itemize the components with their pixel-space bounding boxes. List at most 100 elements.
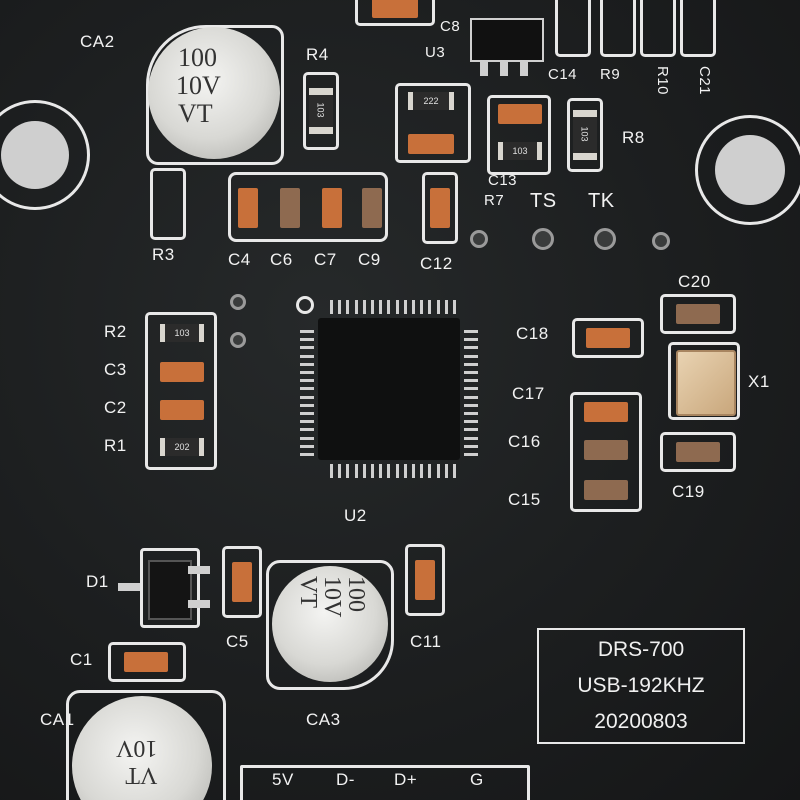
R9-outline bbox=[555, 0, 591, 57]
label-X1: X1 bbox=[748, 372, 770, 391]
capacitor-C20 bbox=[676, 304, 720, 324]
U2-pin-bottom bbox=[362, 464, 366, 478]
D1-pin-3 bbox=[118, 583, 140, 591]
U3-side-code: 222 bbox=[423, 96, 439, 106]
D1-pin-1 bbox=[188, 566, 210, 574]
label-C19: C19 bbox=[672, 482, 705, 501]
product-label: DRS-700 USB-192KHZ 20200803 bbox=[537, 628, 745, 744]
U2-pin-top bbox=[338, 300, 342, 314]
X1-outline bbox=[668, 342, 740, 420]
pin-label-G: G bbox=[470, 770, 484, 789]
R4-code: 103 bbox=[316, 102, 326, 118]
extra-outline bbox=[680, 0, 716, 57]
capacitor-C9 bbox=[362, 188, 382, 228]
U2-pin-left bbox=[300, 428, 314, 432]
U2-pin-right bbox=[464, 412, 478, 415]
R3-outline bbox=[150, 168, 186, 240]
capacitor-C12 bbox=[430, 188, 450, 228]
CA2-marking-3: VT bbox=[178, 99, 213, 128]
capacitor-C5 bbox=[232, 562, 252, 602]
label-C14: C14 bbox=[548, 66, 578, 83]
CA3-outline bbox=[266, 560, 394, 690]
U2-pin-left bbox=[300, 379, 314, 383]
label-C6: C6 bbox=[270, 250, 293, 269]
C5-outline bbox=[222, 546, 262, 618]
U2-pin-bottom bbox=[354, 464, 358, 478]
capacitor-C1 bbox=[124, 652, 168, 672]
U2-pin-top bbox=[379, 300, 383, 314]
CA1-marking-1: VT bbox=[125, 762, 158, 788]
R4-outline bbox=[303, 72, 339, 150]
via-2 bbox=[652, 232, 670, 250]
capacitor-C7 bbox=[322, 188, 342, 228]
label-R8: R8 bbox=[622, 128, 645, 147]
U3-pin-2 bbox=[500, 60, 508, 76]
capacitor-C4 bbox=[238, 188, 258, 228]
CA2-marking-2: 10V bbox=[176, 71, 221, 100]
CA3-marking-2: 10V bbox=[319, 576, 345, 618]
label-C4: C4 bbox=[228, 250, 251, 269]
label-R1: R1 bbox=[104, 436, 127, 455]
resistor-R4: 103 bbox=[309, 88, 333, 134]
U2-pin-bottom bbox=[444, 464, 448, 478]
U2-pin-top bbox=[412, 300, 415, 314]
U2-pin-top bbox=[387, 300, 391, 314]
label-C12: C12 bbox=[420, 254, 453, 273]
U2-pin-top bbox=[444, 300, 448, 314]
U2-pin-bottom bbox=[330, 464, 333, 478]
resistor-R7: 103 bbox=[498, 142, 542, 160]
R8-code: 103 bbox=[580, 126, 590, 142]
resistor-R2: 103 bbox=[160, 324, 204, 342]
mounting-hole-right bbox=[695, 115, 800, 225]
U3-pin-1 bbox=[480, 60, 488, 76]
product-spec: USB-192KHZ bbox=[577, 674, 705, 697]
U2-pin-top bbox=[428, 300, 432, 314]
U2-pin-right bbox=[464, 354, 478, 358]
R10-outline bbox=[600, 0, 636, 57]
capacitor-C16 bbox=[584, 440, 628, 460]
U2-pin-top bbox=[453, 300, 456, 314]
U2-pin-left bbox=[300, 387, 314, 391]
U2-pin-bottom bbox=[403, 464, 407, 478]
capacitor-C8 bbox=[408, 134, 454, 154]
product-date: 20200803 bbox=[594, 710, 688, 733]
CA1-markings: VT 10V bbox=[116, 734, 157, 788]
U2-pin-bottom bbox=[346, 464, 350, 478]
U2-pin-top bbox=[371, 300, 374, 314]
pin-label-5V: 5V bbox=[272, 770, 294, 789]
capacitor-CA2: 100 10V VT bbox=[148, 27, 280, 159]
label-U3: U3 bbox=[425, 44, 446, 61]
label-U2: U2 bbox=[344, 506, 367, 525]
label-C7: C7 bbox=[314, 250, 337, 269]
crystal-X1 bbox=[676, 350, 736, 416]
U2-pin-right bbox=[464, 379, 478, 383]
U2-pin-left bbox=[300, 354, 314, 358]
U2-pin-left bbox=[300, 362, 314, 366]
U2-pin-left bbox=[300, 403, 314, 407]
U2-pin-bottom bbox=[453, 464, 456, 478]
U2-pin-bottom bbox=[420, 464, 424, 478]
U2-pin-left bbox=[300, 346, 314, 350]
capacitor-C15 bbox=[584, 480, 628, 500]
capacitor-C13 bbox=[498, 104, 542, 124]
D1-pin-2 bbox=[188, 600, 210, 608]
U2-pin-top bbox=[362, 300, 366, 314]
CA2-outline bbox=[146, 25, 284, 165]
U2-pin-top bbox=[420, 300, 424, 314]
label-C9: C9 bbox=[358, 250, 381, 269]
U2-pin-right bbox=[464, 403, 478, 407]
pin-label-D-plus: D+ bbox=[394, 770, 418, 789]
label-R10: R10 bbox=[654, 65, 672, 96]
U2-pin-right bbox=[464, 362, 478, 366]
U2-pin-left bbox=[300, 436, 314, 440]
U2-pin-left bbox=[300, 395, 314, 399]
pin-label-D-minus: D- bbox=[336, 770, 355, 789]
top-cap-outline bbox=[355, 0, 435, 26]
C11-outline bbox=[405, 544, 445, 616]
U2-pin-bottom bbox=[412, 464, 415, 478]
C19-outline bbox=[660, 432, 736, 472]
resistor-U3-side: 222 bbox=[408, 92, 454, 110]
C1-outline bbox=[108, 642, 186, 682]
resistor-R1: 202 bbox=[160, 438, 204, 456]
